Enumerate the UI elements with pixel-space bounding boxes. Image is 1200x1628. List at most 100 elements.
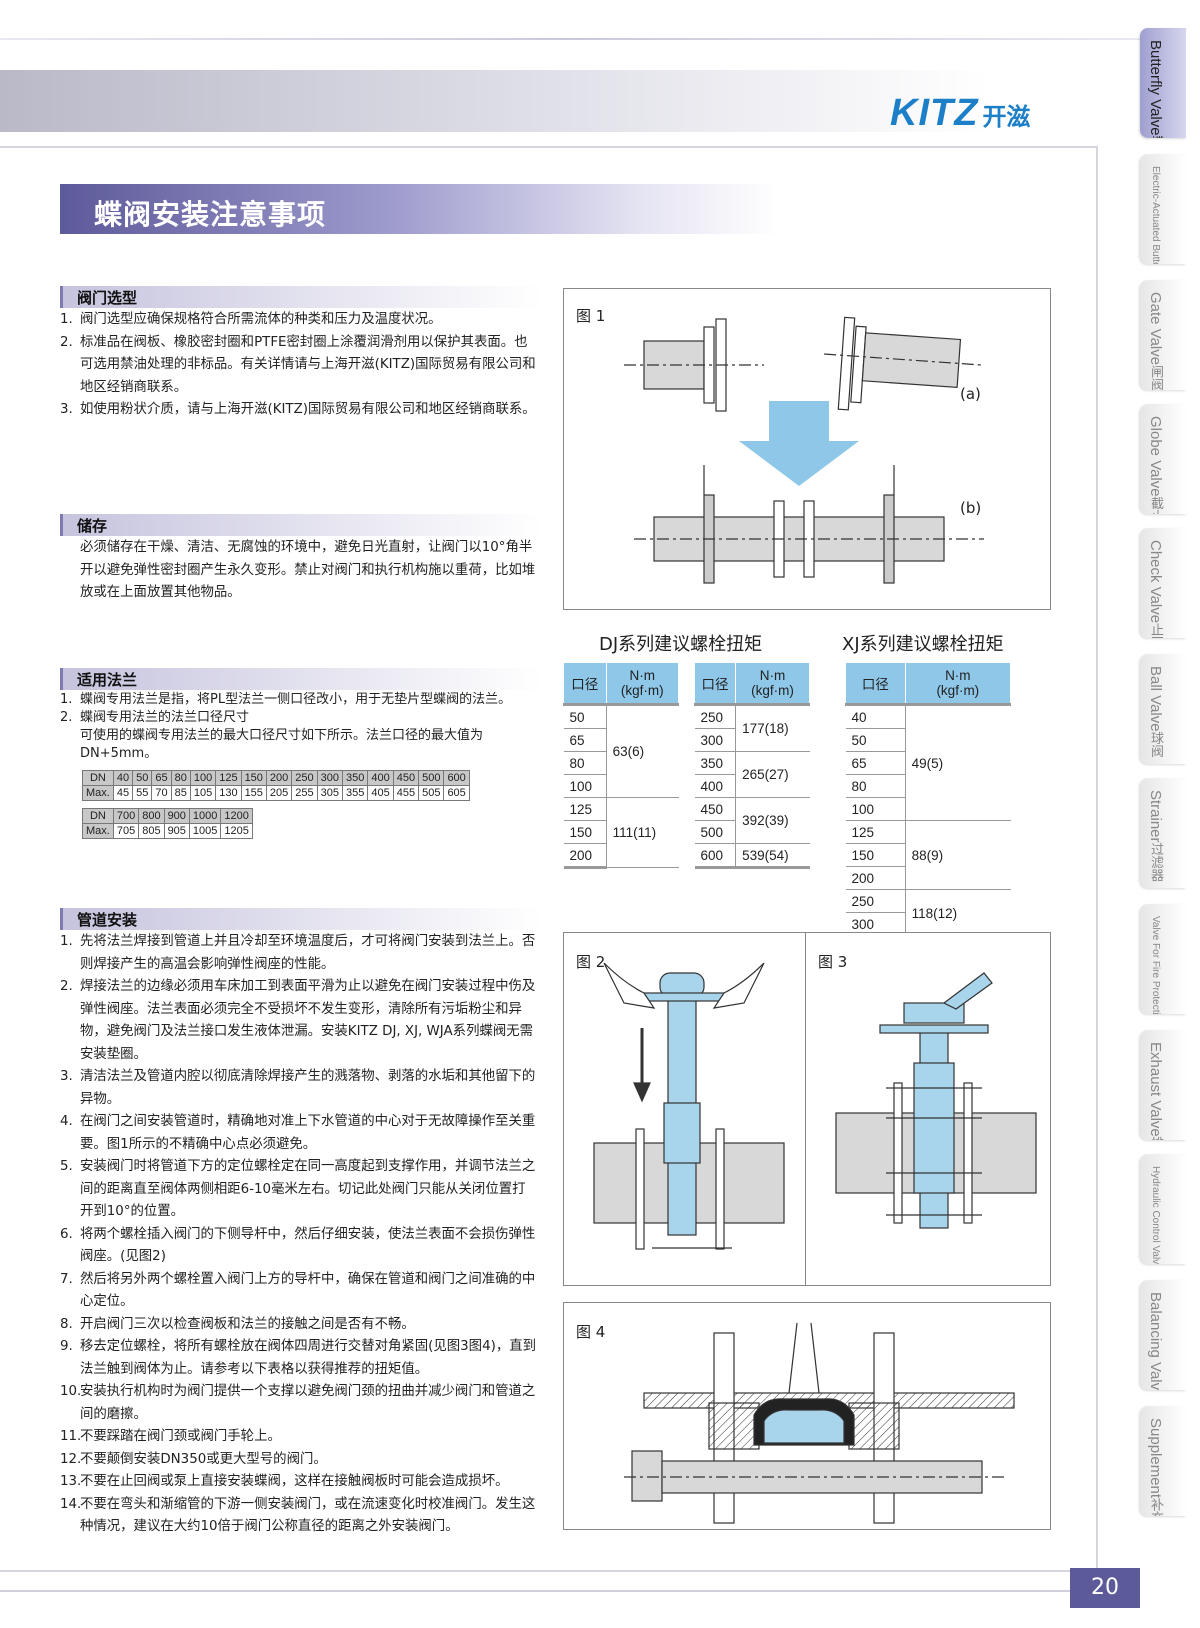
torque-value-cell: 265(27) — [735, 751, 810, 798]
row-header: DN — [82, 808, 114, 824]
table-row: 50 — [845, 728, 1011, 752]
item-text: 安装执行机构时为阀门提供一个支撑以避免阀门颈的扭曲并减少阀门和管道之间的磨擦。 — [80, 1384, 536, 1422]
sidebar-tab[interactable]: Butterfly Valve蝶阀 — [1140, 28, 1186, 138]
table-row: 150 — [845, 843, 1011, 867]
sidebar-tab[interactable]: Ball Valve球阀 — [1140, 654, 1186, 764]
item-number: 3. — [60, 402, 73, 417]
size-cell: 250 — [845, 889, 906, 913]
table-cell: 900 — [163, 808, 190, 824]
figure-4: 图 4 — [563, 1302, 1051, 1530]
list-item: 14.不要在弯头和渐缩管的下游一侧安装阀门，或在流速变化时校准阀门。发生这种情况… — [60, 1494, 538, 1539]
sidebar-tab[interactable]: Balancing Valve平衡阀 — [1140, 1280, 1186, 1390]
item-number: 6. — [60, 1226, 73, 1242]
list-item: 8.开启阀门三次以检查阀板和法兰的接触之间是否有不畅。 — [60, 1314, 538, 1337]
item-text: 焊接法兰的边缘必须用车床加工到表面平滑为止以避免在阀门安装过程中伤及弹性阀座。法… — [80, 979, 536, 1062]
size-cell: 50 — [845, 728, 906, 752]
page-title: 蝶阀安装注意事项 — [94, 198, 327, 231]
torque-value-cell: 63(6) — [605, 704, 679, 798]
item-number: 1. — [60, 692, 73, 707]
sidebar-tab[interactable]: Supplement补充部分 — [1140, 1406, 1186, 1516]
size-cell: 50 — [563, 704, 607, 729]
row-header: Max. — [82, 823, 114, 839]
unit-kgfm: (kgf·m) — [751, 683, 794, 698]
item-number: 3. — [60, 1069, 73, 1084]
selection-list: 1.阀门选型应确保规格符合所需流体的种类和压力及温度状况。 2.标准品在阀板、橡… — [60, 309, 538, 422]
table-cell: 505 — [418, 785, 445, 801]
tab-cn: 球阀 — [1148, 731, 1163, 758]
table-cell: 705 — [112, 823, 140, 839]
section-title: 管道安装 — [77, 911, 138, 929]
item-number: 9. — [60, 1339, 73, 1354]
size-cell: 125 — [845, 820, 906, 844]
section-install-heading: 管道安装 — [60, 908, 543, 930]
table-cell: 105 — [189, 785, 217, 801]
table-cell: 600 — [443, 770, 470, 786]
sidebar-tab-label: Gate Valve闸阀 — [1146, 288, 1165, 390]
table-cell: 1005 — [188, 823, 222, 839]
panel-divider — [805, 933, 806, 1285]
tab-en: Hydraulic Control Valve — [1150, 1166, 1161, 1264]
sidebar-tab-label: Valve For Fire Protection消防阀 — [1146, 912, 1165, 1014]
xj-torque-title: XJ系列建议螺栓扭矩 — [842, 634, 1004, 655]
sidebar-tab-label: Strainer过滤器 — [1146, 786, 1165, 882]
tab-en: Butterfly Valve — [1147, 40, 1164, 136]
table-cell: 55 — [132, 785, 153, 801]
table-cell: 355 — [341, 785, 369, 801]
flange-list: 1.蝶阀专用法兰是指，将PL型法兰一侧口径改小，用于无垫片型蝶阀的法兰。 2.蝶… — [60, 691, 540, 763]
sidebar-tab[interactable]: Exhaust Valve排气阀 — [1140, 1030, 1186, 1140]
sidebar-tab-label: Electric-Actuated Butterfly Valves电动蝶阀 — [1146, 162, 1165, 264]
torque-column-header: N·m(kgf·m) — [605, 662, 680, 706]
sidebar-tab[interactable]: Hydraulic Control Valve水力控制阀 — [1140, 1154, 1186, 1264]
size-cell: 125 — [563, 797, 607, 821]
sidebar-tab-label: Balancing Valve平衡阀 — [1146, 1288, 1165, 1390]
tab-en: Electric-Actuated Butterfly Valves — [1150, 166, 1161, 264]
item-number: 12. — [60, 1451, 82, 1467]
sidebar-tab[interactable]: Electric-Actuated Butterfly Valves电动蝶阀 — [1140, 154, 1186, 264]
table-row: 65 — [563, 728, 679, 752]
sidebar-tab-label: Globe Valve截止阀 — [1146, 412, 1165, 514]
table-row: 100 — [845, 797, 1011, 821]
list-item: 4.在阀门之间安装管道时，精确地对准上下水管道的中心对于无故障操作至关重要。图1… — [60, 1111, 538, 1156]
item-number: 14. — [60, 1496, 82, 1512]
torque-column-header: N·m(kgf·m) — [735, 662, 810, 706]
flange-note: 可使用的蝶阀专用法兰的最大口径尺寸如下所示。法兰口径的最大值为DN+5mm。 — [80, 728, 484, 761]
table-cell: 400 — [367, 770, 394, 786]
sidebar-tab[interactable]: Strainer过滤器 — [1140, 778, 1186, 888]
sidebar-tab[interactable]: Valve For Fire Protection消防阀 — [1140, 904, 1186, 1014]
table-row: 100 — [563, 774, 679, 798]
size-cell: 100 — [563, 774, 607, 798]
figure-label: 图 1 — [576, 307, 606, 325]
item-number: 13. — [60, 1474, 82, 1489]
size-cell: 350 — [694, 751, 736, 775]
section-storage-heading: 储存 — [60, 514, 543, 536]
section-title: 适用法兰 — [77, 671, 138, 689]
torque-value-cell: 392(39) — [735, 797, 810, 844]
torque-value-cell: 88(9) — [904, 820, 1011, 890]
item-text: 如使用粉状介质，请与上海开滋(KITZ)国际贸易有限公司和地区经销商联系。 — [80, 402, 536, 417]
size-cell: 200 — [563, 843, 607, 869]
item-text: 不要颠倒安装DN350或更大型号的阀门。 — [80, 1451, 327, 1467]
sidebar-tab[interactable]: Check Valve止回阀 — [1140, 528, 1186, 638]
table-cell: 80 — [170, 770, 191, 786]
size-cell: 150 — [845, 843, 906, 867]
sidebar-tab-label: Supplement补充部分 — [1146, 1414, 1165, 1516]
list-item: 7.然后将另外两个螺栓置入阀门上方的导杆中，确保在管道和阀门之间准确的中心定位。 — [60, 1269, 538, 1314]
list-item: 1.阀门选型应确保规格符合所需流体的种类和压力及温度状况。 — [60, 309, 538, 332]
size-cell: 80 — [845, 774, 906, 798]
item-number: 8. — [60, 1316, 73, 1332]
table-cell: 155 — [240, 785, 267, 801]
sidebar-tab-label: Check Valve止回阀 — [1146, 536, 1165, 638]
table-row: 80 — [563, 751, 679, 775]
item-text: 清洁法兰及管道内腔以彻底清除焊接产生的溅落物、剥落的水垢和其他留下的异物。 — [80, 1069, 536, 1107]
table-cell: 200 — [265, 770, 293, 786]
item-text: 标准品在阀板、橡胶密封圈和PTFE密封圈上涂覆润滑剂用以保护其表面。也可选用禁油… — [80, 334, 536, 395]
sidebar-tab[interactable]: Globe Valve截止阀 — [1140, 404, 1186, 514]
sidebar-tab[interactable]: Gate Valve闸阀 — [1140, 280, 1186, 390]
